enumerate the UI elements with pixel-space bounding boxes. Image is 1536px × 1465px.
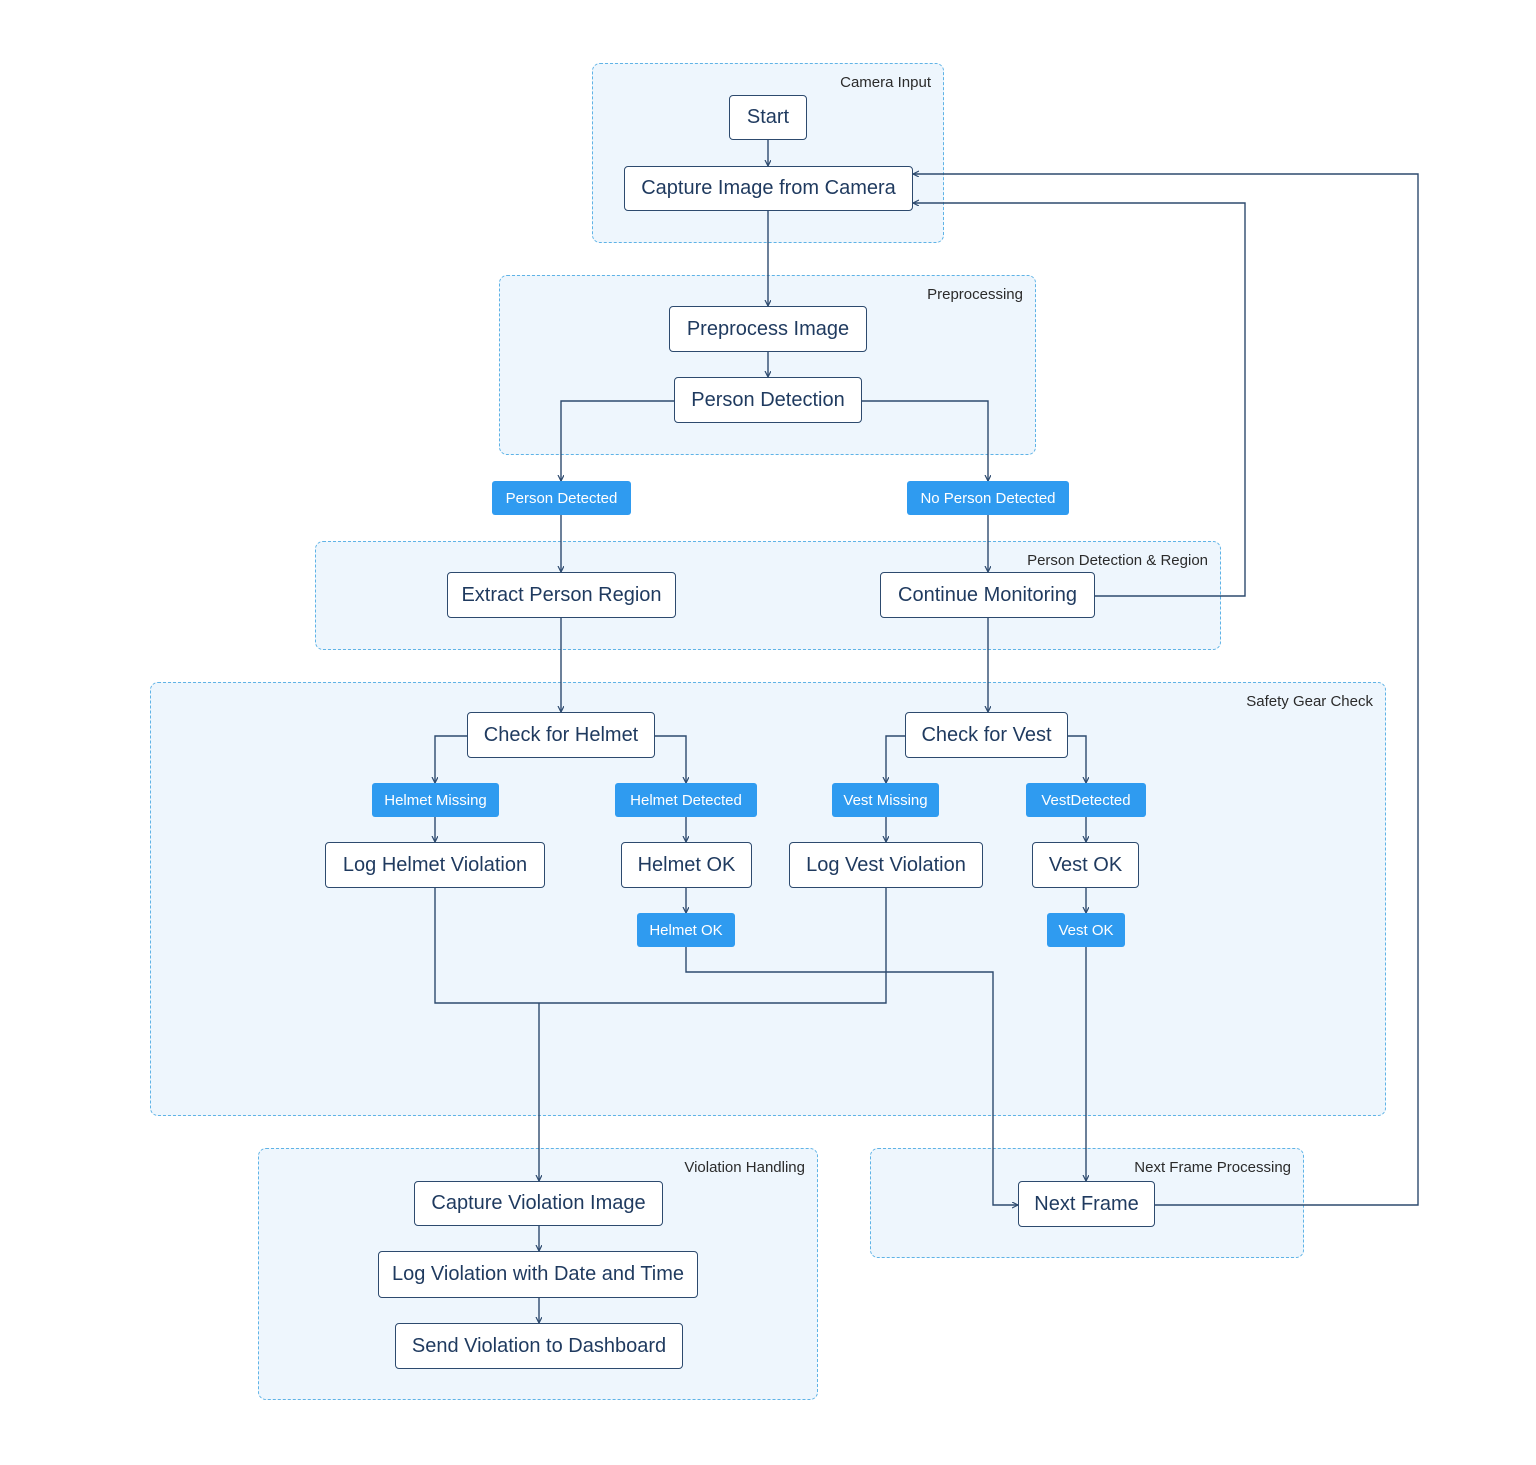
- node-next-frame[interactable]: Next Frame: [1018, 1181, 1155, 1227]
- edge-helmet-detected: [655, 735, 686, 783]
- group-title-safety-gear: Safety Gear Check: [1246, 693, 1373, 710]
- group-title-preprocessing: Preprocessing: [927, 286, 1023, 303]
- tag-helmet-missing: Helmet Missing: [372, 783, 499, 817]
- tag-helmet-ok: Helmet OK: [637, 913, 735, 947]
- edge-next-frame-loop: [913, 174, 1419, 1206]
- tag-helmet-detected: Helmet Detected: [615, 783, 757, 817]
- node-log-helmet-violation[interactable]: Log Helmet Violation: [325, 842, 545, 888]
- node-check-helmet[interactable]: Check for Helmet: [467, 712, 655, 758]
- node-preprocess-image[interactable]: Preprocess Image: [669, 306, 867, 352]
- edge-person-detected: [561, 400, 674, 481]
- edge-vest-missing: [886, 735, 905, 783]
- group-title-violation-handling: Violation Handling: [684, 1159, 805, 1176]
- group-title-person-region: Person Detection & Region: [1027, 552, 1208, 569]
- edge-continue-loop: [913, 203, 1246, 597]
- group-title-camera-input: Camera Input: [840, 74, 931, 91]
- tag-vest-ok: Vest OK: [1047, 913, 1125, 947]
- node-continue-monitoring[interactable]: Continue Monitoring: [880, 572, 1095, 618]
- edge-violations-merge: [434, 888, 887, 1004]
- tag-person-detected: Person Detected: [492, 481, 631, 515]
- node-vest-ok[interactable]: Vest OK: [1032, 842, 1139, 888]
- edge-helmet-ok-next: [685, 947, 1018, 1205]
- node-check-vest[interactable]: Check for Vest: [905, 712, 1068, 758]
- group-safety-gear: Safety Gear Check: [150, 682, 1386, 1116]
- node-person-detection[interactable]: Person Detection: [674, 377, 862, 423]
- tag-vest-missing: Vest Missing: [832, 783, 939, 817]
- node-capture-image[interactable]: Capture Image from Camera: [624, 166, 913, 211]
- tag-no-person-detected: No Person Detected: [907, 481, 1069, 515]
- node-helmet-ok[interactable]: Helmet OK: [621, 842, 752, 888]
- node-extract-region[interactable]: Extract Person Region: [447, 572, 676, 618]
- edge-no-person-detected: [862, 400, 988, 481]
- node-capture-violation-image[interactable]: Capture Violation Image: [414, 1181, 663, 1226]
- node-start[interactable]: Start: [729, 95, 807, 140]
- node-send-dashboard[interactable]: Send Violation to Dashboard: [395, 1323, 683, 1369]
- edge-helmet-missing: [435, 735, 467, 783]
- tag-vest-detected: VestDetected: [1026, 783, 1146, 817]
- node-log-violation-datetime[interactable]: Log Violation with Date and Time: [378, 1251, 698, 1298]
- node-log-vest-violation[interactable]: Log Vest Violation: [789, 842, 983, 888]
- group-title-next-frame-processing: Next Frame Processing: [1134, 1159, 1291, 1176]
- edge-vest-detected: [1068, 735, 1086, 783]
